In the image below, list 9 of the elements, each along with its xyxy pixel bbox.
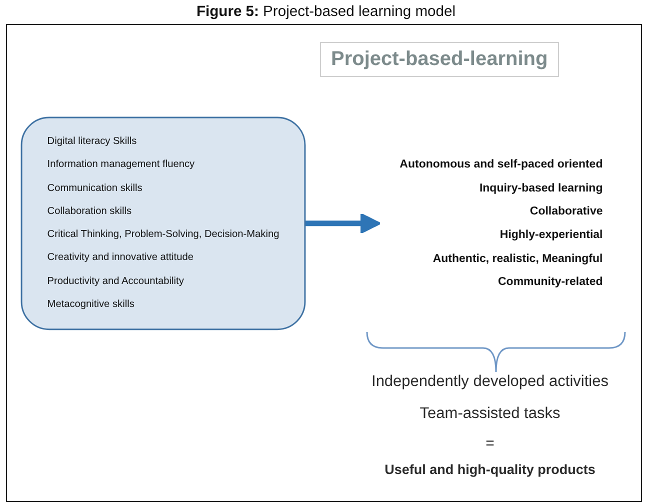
result-text: Useful and high-quality products — [384, 462, 596, 477]
title-banner: Project-based-learning — [320, 42, 559, 77]
figure-caption: Figure 5: Project-based learning model — [196, 4, 456, 20]
note-text: Independently developed activities — [372, 373, 608, 391]
text-list: Autonomous and self-paced oriented Inquiry-based learning Collaborative Highly-experiential Authentic, realistic, Meaningful Community-related — [400, 157, 603, 288]
note-text: = — [486, 435, 494, 452]
arrow — [304, 212, 381, 234]
rounded-panel: Digital literacy Skills Information management fluency Communication skills Collaboration skills Critical Thinking, Problem-Solving, Decision-Making Creativity and innovative attitude Productivity and Accountability Metacognitive skills — [20, 116, 306, 330]
note-text: Team-assisted tasks — [420, 405, 560, 423]
